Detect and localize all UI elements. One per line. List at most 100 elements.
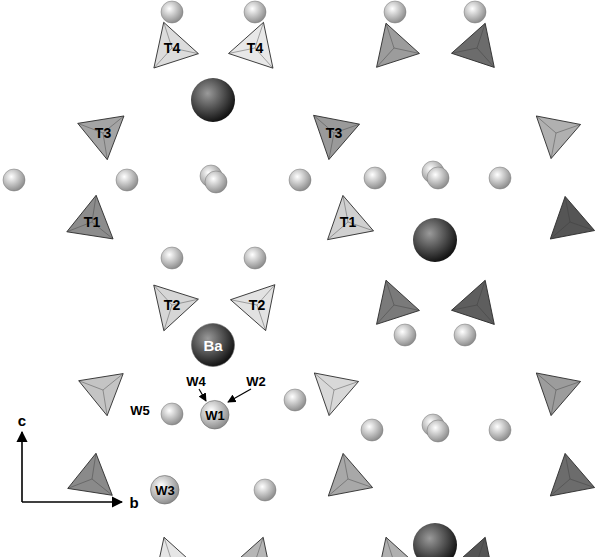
leader-arrow — [228, 389, 251, 402]
tetrahedron — [314, 373, 358, 416]
tetrahedron — [231, 285, 275, 331]
site-label: T4 — [247, 41, 263, 55]
site-label: T2 — [249, 298, 265, 312]
tetrahedron-site: T1 — [319, 193, 377, 251]
water-sphere — [151, 476, 180, 505]
tetrahedron-site: T2 — [143, 276, 201, 334]
tetrahedron-edge — [551, 133, 556, 159]
tetrahedron-edge — [452, 305, 477, 310]
tetrahedron-edge — [314, 373, 334, 390]
tetrahedron — [230, 537, 273, 557]
water-molecule — [384, 1, 406, 23]
tetrahedron-edge — [394, 48, 419, 53]
water-molecule — [489, 419, 511, 441]
tetrahedron-edge — [377, 305, 394, 324]
water-molecule — [205, 171, 227, 193]
water-molecule — [364, 167, 386, 189]
tetrahedron-edge — [556, 381, 581, 390]
barium-atom: Ba — [191, 323, 235, 367]
tetrahedron-edge — [394, 305, 419, 310]
tetrahedron-site: T2 — [228, 276, 286, 334]
tetrahedron-edge — [79, 381, 103, 390]
site-label: T3 — [326, 126, 342, 140]
site-label: T2 — [164, 298, 180, 312]
tetrahedron-edge — [348, 479, 373, 488]
site-label: T1 — [340, 215, 356, 229]
tetrahedron-edge — [477, 280, 485, 305]
tetrahedron-site: T3 — [74, 104, 132, 162]
tetrahedron-edge — [477, 23, 485, 48]
tetrahedron — [452, 280, 495, 324]
tetrahedron-edge — [334, 381, 359, 390]
water-molecule — [284, 389, 306, 411]
tetrahedron — [79, 374, 123, 416]
tetrahedron-edge — [92, 479, 112, 495]
tetrahedron-edge — [103, 374, 123, 390]
tetrahedron — [78, 116, 124, 160]
tetrahedron-edge — [386, 280, 394, 305]
tetrahedron-edge — [565, 196, 570, 222]
tetrahedron — [377, 280, 420, 324]
water-molecule — [361, 419, 383, 441]
water-site: W3 — [150, 475, 180, 505]
barium-atom — [191, 78, 235, 122]
tetrahedron — [550, 453, 594, 496]
tetrahedron-site: T3 — [305, 104, 363, 162]
axis-arrow — [22, 501, 122, 503]
site-label: T1 — [84, 215, 100, 229]
water-molecule — [116, 169, 138, 191]
tetrahedron — [67, 195, 113, 239]
tetrahedron-edge — [556, 124, 581, 133]
tetrahedron — [452, 537, 495, 557]
site-label: W5 — [130, 404, 150, 417]
water-molecule — [244, 247, 266, 269]
tetrahedron — [328, 453, 372, 496]
tetrahedron — [154, 285, 199, 331]
tetrahedron-edge — [536, 373, 556, 390]
tetrahedron-site: T4 — [226, 19, 284, 77]
tetrahedron-edge — [550, 222, 570, 239]
tetrahedron-edge — [536, 116, 556, 133]
water-molecule — [161, 1, 183, 23]
tetrahedron-edge — [92, 453, 96, 479]
water-molecule — [289, 169, 311, 191]
framework-tetrahedra — [68, 0, 595, 557]
tetrahedron-edge — [550, 479, 570, 496]
tetrahedron-edge — [477, 537, 485, 557]
site-label: W2 — [246, 375, 266, 388]
tetrahedron-edge — [255, 537, 263, 557]
tetrahedron-edge — [570, 222, 595, 231]
tetrahedron-edge — [570, 479, 595, 488]
axis-label: b — [129, 495, 138, 510]
tetrahedron-edge — [386, 537, 394, 557]
water-molecule — [454, 324, 476, 346]
site-label: Ba — [203, 338, 222, 353]
tetrahedron-edge — [343, 453, 348, 479]
tetrahedron-edge — [551, 390, 556, 416]
water-molecule — [161, 403, 183, 425]
tetrahedron — [377, 23, 420, 67]
water-sphere — [201, 401, 230, 430]
annotations — [22, 389, 251, 502]
tetrahedron-site: T4 — [143, 19, 201, 77]
tetrahedron — [536, 373, 580, 416]
leader-arrow — [199, 389, 206, 401]
water-molecule — [3, 169, 25, 191]
site-label: T4 — [164, 41, 180, 55]
tetrahedron-site: T1 — [63, 193, 121, 251]
water-molecule — [244, 1, 266, 23]
tetrahedron-edge — [328, 479, 348, 496]
tetrahedron-edge — [329, 390, 334, 416]
water-molecule — [394, 324, 416, 346]
barium-sphere — [192, 324, 235, 367]
tetrahedron-edge — [386, 23, 394, 48]
water-molecule — [254, 479, 276, 501]
barium-atom — [413, 523, 457, 557]
site-label: W3 — [155, 484, 175, 497]
axis-arrow — [21, 432, 23, 502]
tetrahedron — [314, 115, 360, 159]
site-label: W1 — [205, 409, 225, 422]
tetrahedron — [155, 537, 198, 557]
